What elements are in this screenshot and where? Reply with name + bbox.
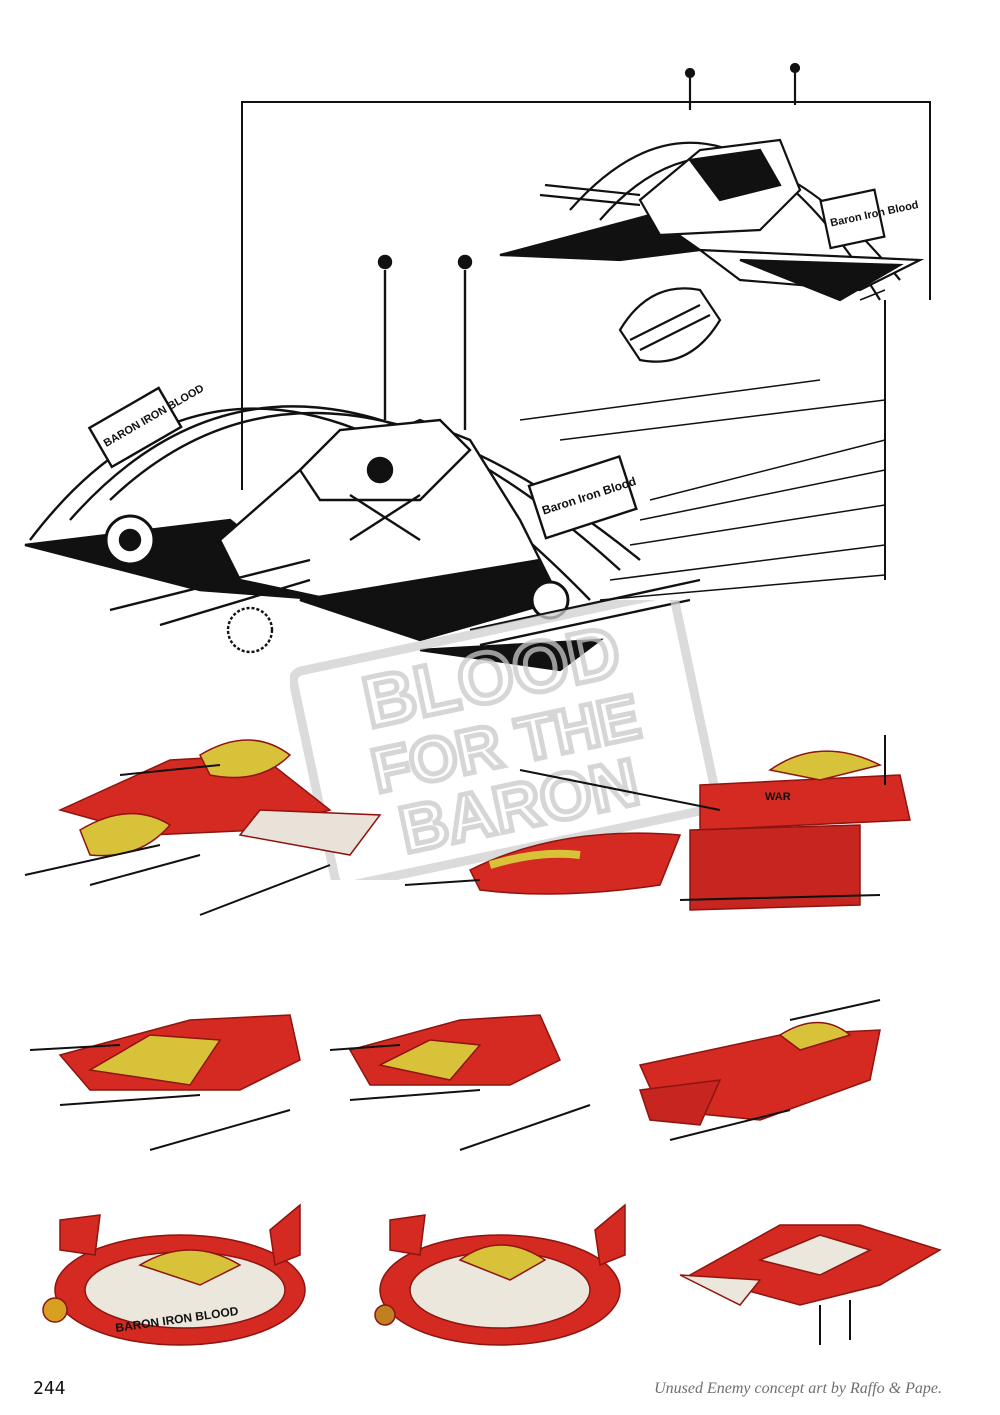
rear-hovercraft: [499, 62, 925, 363]
front-hovercraft: [24, 254, 701, 672]
page-number: 244: [33, 1378, 66, 1399]
model-photo-3: [29, 1014, 301, 1151]
model-photo-4: [329, 1014, 591, 1151]
figure-caption: Unused Enemy concept art by Raffo & Pape…: [654, 1380, 942, 1397]
road-hatching: [519, 289, 886, 601]
sketch-frame: [241, 101, 931, 490]
watermark-stamp: BLOOD FOR THE BARON: [290, 600, 720, 880]
model-row-3: BARON IRON BLOOD: [42, 1203, 942, 1346]
concept-sketch: Baron Iron Blood BARON IRON BLOOD Baron …: [24, 62, 931, 672]
model-photo-8: [679, 1224, 942, 1345]
model-photo-5: [638, 999, 881, 1141]
model-row-1: WAR: [24, 735, 911, 916]
model-wing-label: WAR: [765, 791, 791, 803]
model-row-2: [29, 999, 881, 1151]
model-photo-6: [42, 1203, 306, 1346]
model-photo-7: [374, 1203, 626, 1346]
model-photo-1: [24, 739, 382, 916]
model-photo-2: [404, 735, 911, 911]
